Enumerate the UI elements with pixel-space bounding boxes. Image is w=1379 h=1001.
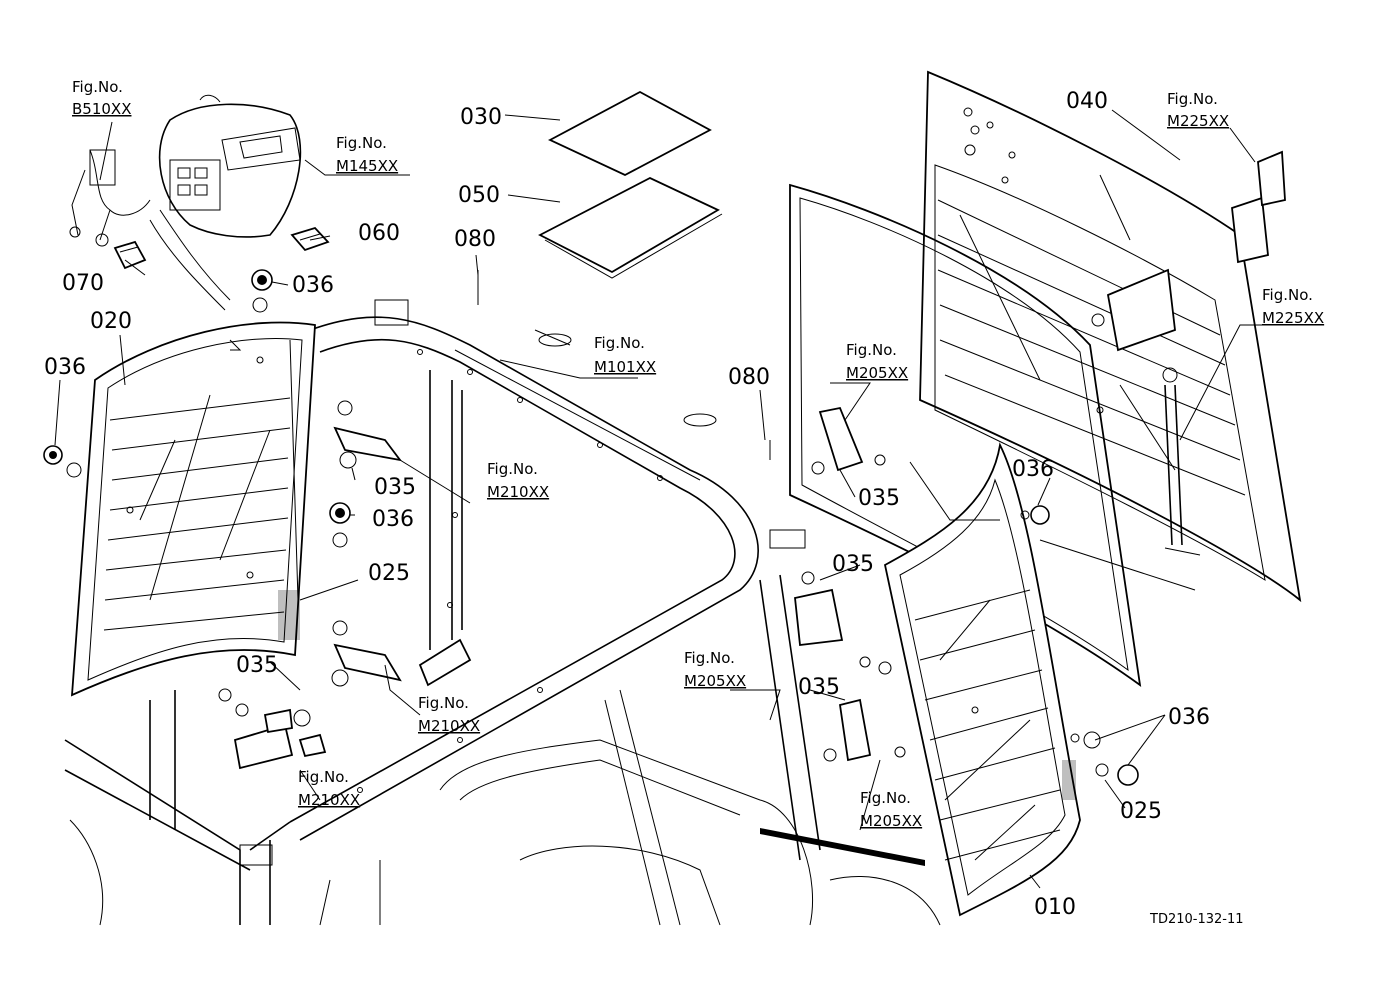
svg-text:Fig.No.: Fig.No. xyxy=(594,334,645,352)
sheet-030 xyxy=(547,90,712,177)
svg-text:M101XX: M101XX xyxy=(594,358,656,376)
knob-036-e xyxy=(1117,764,1139,786)
svg-text:M225XX: M225XX xyxy=(1262,309,1324,327)
drawing-id: TD210-132-11 xyxy=(1149,912,1244,927)
figref-m205-middle: Fig.No. M205XX xyxy=(684,649,746,690)
svg-text:M210XX: M210XX xyxy=(487,483,549,501)
fasteners xyxy=(43,269,1139,866)
label-part-080: 080 xyxy=(728,365,770,390)
svg-text:M225XX: M225XX xyxy=(1167,112,1229,130)
label-part-070: 070 xyxy=(62,271,104,296)
label-part-036: 036 xyxy=(44,355,86,380)
label-part-036: 036 xyxy=(1168,705,1210,730)
left-window-020 xyxy=(70,321,316,697)
label-part-035: 035 xyxy=(832,552,874,577)
connector-070 xyxy=(113,240,147,270)
svg-text:Fig.No.: Fig.No. xyxy=(336,134,387,152)
svg-text:M210XX: M210XX xyxy=(298,791,360,809)
figref-m225-right: Fig.No. M225XX xyxy=(1262,286,1324,327)
label-part-020: 020 xyxy=(90,309,132,334)
svg-text:M205XX: M205XX xyxy=(846,364,908,382)
sheet-050 xyxy=(538,176,723,279)
label-part-025: 025 xyxy=(1120,799,1162,824)
label-part-035: 035 xyxy=(236,653,278,678)
svg-text:Fig.No.: Fig.No. xyxy=(487,460,538,478)
dash-console xyxy=(149,103,302,311)
label-part-036: 036 xyxy=(1012,457,1054,482)
label-part-035: 035 xyxy=(858,486,900,511)
door-frame xyxy=(789,183,1142,687)
switch-060 xyxy=(290,226,330,252)
figref-m145: Fig.No. M145XX xyxy=(336,134,398,175)
label-part-080: 080 xyxy=(454,227,496,252)
svg-text:M210XX: M210XX xyxy=(418,717,480,735)
svg-text:M145XX: M145XX xyxy=(336,157,398,175)
knob-036-a xyxy=(251,269,273,291)
label-part-036: 036 xyxy=(292,273,334,298)
label-part-035: 035 xyxy=(798,675,840,700)
figref-m205-top: Fig.No. M205XX xyxy=(846,341,908,382)
label-part-010: 010 xyxy=(1034,895,1076,920)
label-part-025: 025 xyxy=(368,561,410,586)
label-part-040: 040 xyxy=(1066,89,1108,114)
knob-036-c xyxy=(329,502,351,524)
figref-m205-bottom: Fig.No. M205XX xyxy=(860,789,922,830)
cab-frame xyxy=(64,299,941,926)
svg-text:Fig.No.: Fig.No. xyxy=(860,789,911,807)
label-part-030: 030 xyxy=(460,105,502,130)
figref-b510: Fig.No. B510XX xyxy=(72,78,131,118)
label-part-060: 060 xyxy=(358,221,400,246)
svg-text:Fig.No.: Fig.No. xyxy=(1167,90,1218,108)
wire-harness xyxy=(69,94,221,247)
figref-m210-middle: Fig.No. M210XX xyxy=(418,694,480,735)
svg-text:Fig.No.: Fig.No. xyxy=(684,649,735,667)
label-part-050: 050 xyxy=(458,183,500,208)
svg-text:B510XX: B510XX xyxy=(72,100,131,118)
front-window-010 xyxy=(883,442,1081,917)
figure-references: Fig.No. B510XX Fig.No. M145XX Fig.No. M2… xyxy=(72,78,1324,830)
leader-lines xyxy=(54,109,1295,889)
figref-m225-top: Fig.No. M225XX xyxy=(1167,90,1229,130)
svg-text:Fig.No.: Fig.No. xyxy=(1262,286,1313,304)
knob-036-b xyxy=(43,445,63,465)
label-part-036: 036 xyxy=(372,507,414,532)
svg-text:Fig.No.: Fig.No. xyxy=(846,341,897,359)
figref-m210-top: Fig.No. M210XX xyxy=(487,460,549,501)
svg-text:M205XX: M205XX xyxy=(684,672,746,690)
knob-036-d xyxy=(1030,505,1050,525)
part-labels: 010 020 025 025 030 035 035 035 035 035 … xyxy=(44,89,1210,920)
rear-window-040 xyxy=(919,70,1302,603)
figref-m101: Fig.No. M101XX xyxy=(594,334,656,376)
svg-text:Fig.No.: Fig.No. xyxy=(418,694,469,712)
svg-text:Fig.No.: Fig.No. xyxy=(298,768,349,786)
svg-text:M205XX: M205XX xyxy=(860,812,922,830)
svg-text:Fig.No.: Fig.No. xyxy=(72,78,123,96)
label-part-035: 035 xyxy=(374,475,416,500)
figref-m210-bottom: Fig.No. M210XX xyxy=(298,768,360,809)
